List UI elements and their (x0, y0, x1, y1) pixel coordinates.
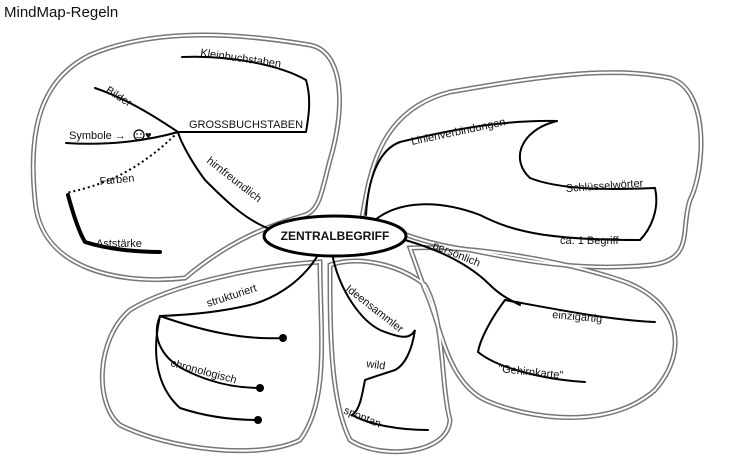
label-gehirnkarte: "Gehirnkarte" (498, 363, 564, 382)
outline-bottom-left (99, 259, 325, 454)
label-bilder: Bilder (103, 84, 133, 109)
label-linienverbindungen: Linienverbindungen (410, 116, 506, 148)
symbol-icons: ♥ (133, 129, 152, 142)
branch-ca1begriff (374, 203, 641, 241)
branch-persoenlich (404, 239, 521, 306)
branch-strukturiert (159, 254, 319, 317)
branch-gehirnkarte (476, 299, 586, 383)
branch-ideensammler (332, 257, 416, 371)
label-farben: Farben (99, 172, 135, 188)
end-dots (254, 334, 287, 424)
branch-kleinbuchstaben (181, 55, 311, 133)
label-persoenlich: persönlich (431, 240, 482, 270)
branch-einzigartig (504, 299, 656, 323)
outline-bottom-right (406, 245, 678, 420)
branch-linienverbindungen (365, 119, 558, 216)
branch-sub1 (159, 315, 284, 340)
diagram-title: MindMap-Regeln (4, 4, 118, 21)
branch-aststaerke (66, 193, 162, 254)
label-wild: wild (365, 358, 386, 373)
label-einzigartig: einzigartig (552, 309, 603, 325)
branch-lines (65, 55, 658, 431)
branch-hirnfreundlich (177, 131, 273, 231)
heart-icon: ♥ (145, 130, 152, 142)
branch-wild (351, 369, 396, 416)
dot-3 (254, 416, 262, 424)
center-label: ZENTRALBEGRIFF (281, 229, 390, 243)
smiley-icon (133, 129, 145, 141)
dot-1 (279, 334, 287, 342)
branch-schluesselwoerter (519, 120, 658, 241)
branch-sub3 (155, 315, 259, 421)
label-symbole: Symbole → (69, 130, 126, 142)
dot-2 (256, 384, 264, 392)
branch-farben (65, 131, 179, 194)
center-ellipse (262, 214, 408, 258)
branch-symbole (65, 131, 179, 145)
group-outlines-inner (32, 34, 702, 453)
label-hirnfreundlich: hirnfreundlich (204, 155, 263, 205)
label-spontan: spontan (342, 405, 383, 431)
label-grossbuchstaben: GROSSBUCHSTABEN (189, 119, 303, 131)
branch-bilder (94, 87, 179, 133)
label-schluesselwoerter: Schlüsselwörter (565, 178, 644, 195)
label-aststaerke: Aststärke (96, 238, 142, 250)
label-kleinbuchstaben: Kleinbuchstaben (200, 47, 282, 70)
label-ca1begriff: ca. 1 Begriff (560, 235, 619, 247)
branch-spontan (351, 414, 429, 431)
label-chronologisch: chronologisch (169, 357, 238, 386)
